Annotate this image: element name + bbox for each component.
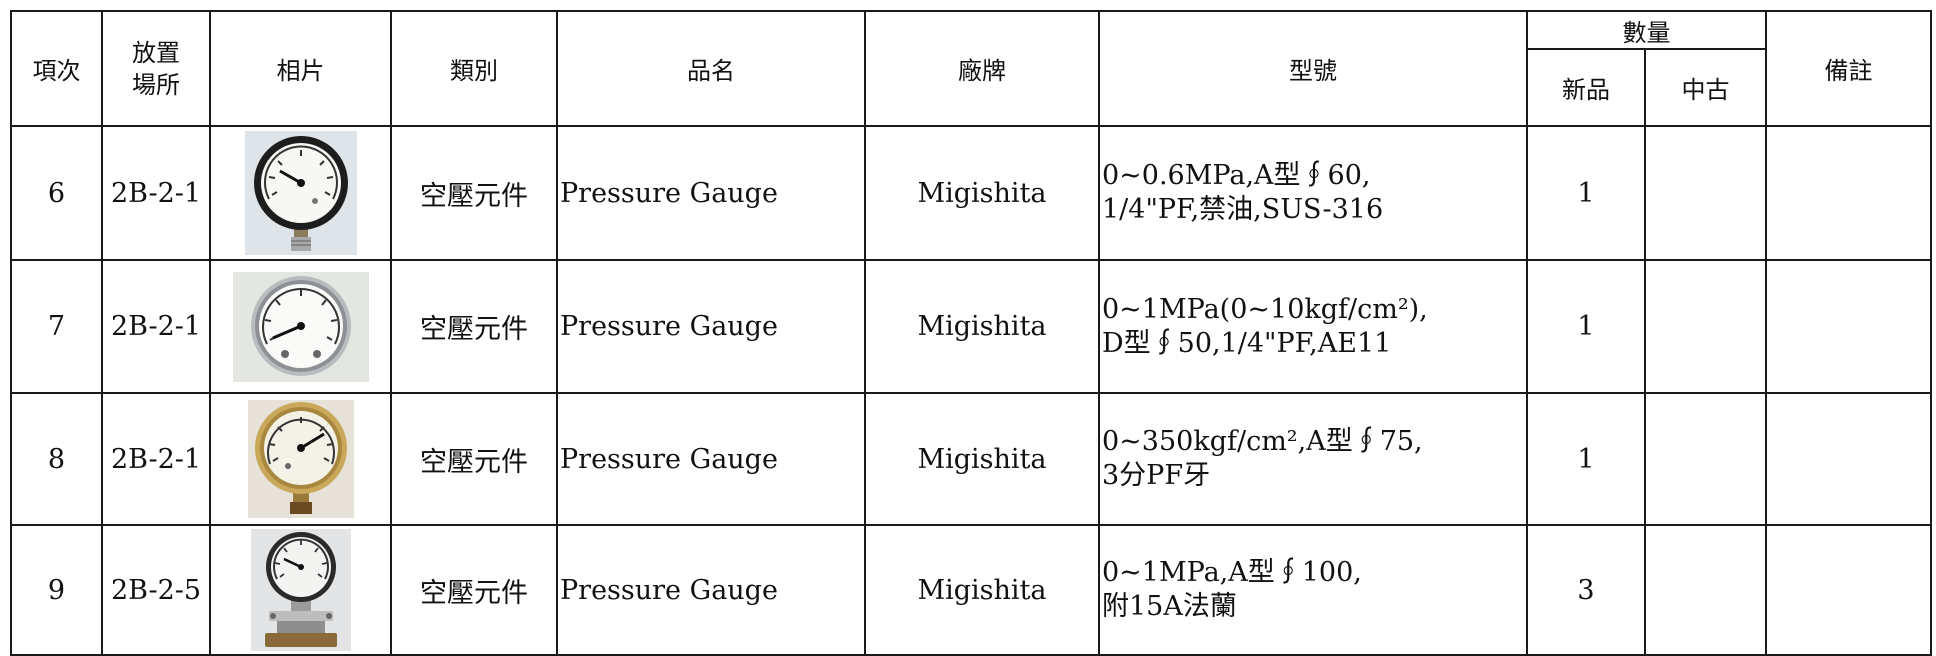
table-row: 9 2B-2-5 <box>10 524 1932 656</box>
cell-qty-used <box>1644 125 1767 261</box>
cell-brand: Migishita <box>864 392 1100 526</box>
cell-qty-new: 1 <box>1526 259 1646 394</box>
model-line-2: 3分PF牙 <box>1102 460 1211 491</box>
cell-remarks <box>1765 125 1932 261</box>
pressure-gauge-chrome-bezel-icon <box>232 271 369 382</box>
table-row: 8 2B-2-1 <box>10 392 1932 526</box>
model-line-1: 0~1MPa,A型∮100, <box>1102 557 1362 588</box>
model-line-1: 0~350kgf/cm²,A型∮75, <box>1102 426 1423 457</box>
header-qty-used: 中古 <box>1644 48 1767 127</box>
cell-brand: Migishita <box>864 125 1100 261</box>
cell-qty-used <box>1644 259 1767 394</box>
cell-photo <box>209 392 392 526</box>
cell-model: 0~1MPa(0~10kgf/cm²), D型∮50,1/4"PF,AE11 <box>1098 259 1528 394</box>
model-line-2: 附15A法蘭 <box>1102 591 1237 622</box>
cell-photo <box>209 524 392 656</box>
header-location-line2: 場所 <box>132 70 180 99</box>
cell-model: 0~0.6MPa,A型∮60, 1/4"PF,禁油,SUS-316 <box>1098 125 1528 261</box>
cell-remarks <box>1765 259 1932 394</box>
header-quantity: 數量 <box>1526 10 1767 50</box>
cell-model: 0~1MPa,A型∮100, 附15A法蘭 <box>1098 524 1528 656</box>
cell-location: 2B-2-1 <box>101 125 211 261</box>
pressure-gauge-brass-bezel-icon <box>247 400 354 518</box>
header-location: 放置 場所 <box>101 10 211 127</box>
cell-remarks <box>1765 524 1932 656</box>
cell-category: 空壓元件 <box>390 259 558 394</box>
cell-brand: Migishita <box>864 524 1100 656</box>
cell-item-no: 7 <box>10 259 103 394</box>
header-qty-new: 新品 <box>1526 48 1646 127</box>
cell-remarks <box>1765 392 1932 526</box>
cell-qty-new: 1 <box>1526 125 1646 261</box>
cell-name: Pressure Gauge <box>556 524 866 656</box>
cell-qty-used <box>1644 392 1767 526</box>
table-row: 7 2B-2-1 <box>10 259 1932 394</box>
cell-location: 2B-2-5 <box>101 524 211 656</box>
header-name: 品名 <box>556 10 866 127</box>
header-category: 類別 <box>390 10 558 127</box>
cell-model: 0~350kgf/cm²,A型∮75, 3分PF牙 <box>1098 392 1528 526</box>
header-location-line1: 放置 <box>132 38 180 67</box>
cell-category: 空壓元件 <box>390 392 558 526</box>
model-line-2: D型∮50,1/4"PF,AE11 <box>1102 327 1392 359</box>
cell-photo <box>209 259 392 394</box>
header-photo: 相片 <box>209 10 392 127</box>
model-line-1: 0~1MPa(0~10kgf/cm²), <box>1102 293 1428 325</box>
cell-photo <box>209 125 392 261</box>
header-remarks: 備註 <box>1765 10 1932 127</box>
inventory-table: 項次 放置 場所 相片 類別 品名 廠牌 型號 數量 備註 新品 中古 6 2B… <box>10 10 1932 656</box>
cell-category: 空壓元件 <box>390 524 558 656</box>
cell-name: Pressure Gauge <box>556 125 866 261</box>
header-brand: 廠牌 <box>864 10 1100 127</box>
header-item-no: 項次 <box>10 10 103 127</box>
cell-qty-used <box>1644 524 1767 656</box>
model-line-2: 1/4"PF,禁油,SUS-316 <box>1102 194 1384 225</box>
cell-qty-new: 3 <box>1526 524 1646 656</box>
diaphragm-pressure-gauge-icon <box>250 529 351 651</box>
cell-category: 空壓元件 <box>390 125 558 261</box>
cell-item-no: 6 <box>10 125 103 261</box>
pressure-gauge-black-bezel-icon <box>244 131 357 255</box>
cell-location: 2B-2-1 <box>101 392 211 526</box>
header-model: 型號 <box>1098 10 1528 127</box>
model-line-1: 0~0.6MPa,A型∮60, <box>1102 160 1371 191</box>
cell-item-no: 9 <box>10 524 103 656</box>
cell-brand: Migishita <box>864 259 1100 394</box>
cell-location: 2B-2-1 <box>101 259 211 394</box>
table-row: 6 2B-2-1 <box>10 125 1932 261</box>
cell-name: Pressure Gauge <box>556 259 866 394</box>
cell-item-no: 8 <box>10 392 103 526</box>
cell-name: Pressure Gauge <box>556 392 866 526</box>
cell-qty-new: 1 <box>1526 392 1646 526</box>
